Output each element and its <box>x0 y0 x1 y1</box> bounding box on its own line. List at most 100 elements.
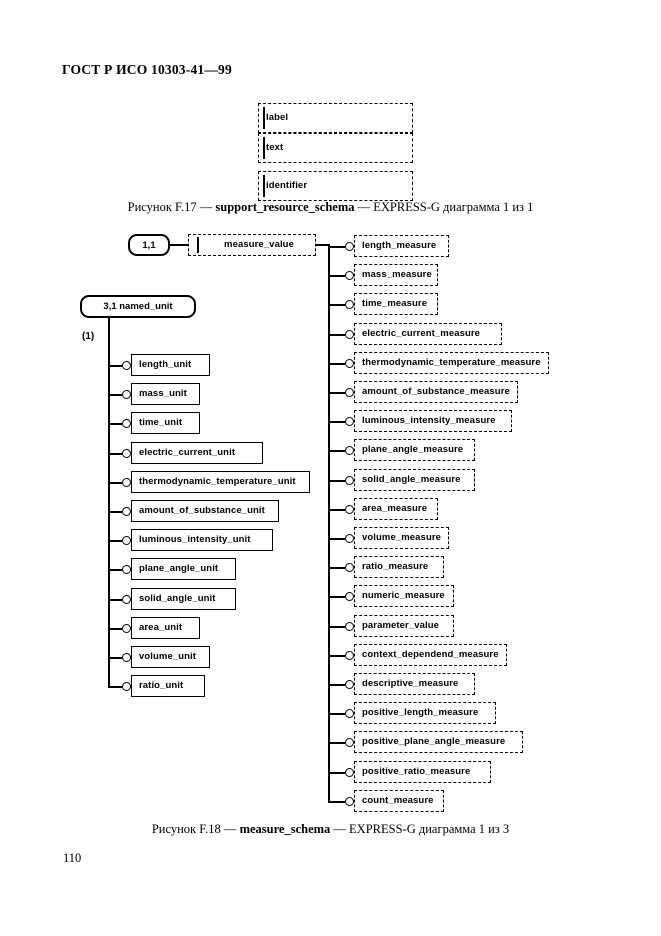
left-branch-stub <box>108 599 122 601</box>
entity-label: positive_plane_angle_measure <box>362 736 506 748</box>
right-branch-stub <box>328 772 345 774</box>
entity-label: solid_angle_measure <box>362 474 461 486</box>
caption-suffix: — EXPRESS-G диаграмма 1 из 3 <box>330 822 510 836</box>
right-branch-stub <box>328 363 345 365</box>
entity-box-descriptive_measure: descriptive_measure <box>354 673 475 695</box>
supertype-circle-thermodynamic_temperature_unit <box>122 478 131 488</box>
supertype-circle-positive_ratio_measure <box>345 768 354 778</box>
entity-box-ratio_measure: ratio_measure <box>354 556 444 578</box>
supertype-circle-numeric_measure <box>345 592 354 602</box>
entity-label: luminous_intensity_unit <box>139 534 251 546</box>
entity-box-luminous_intensity_measure: luminous_intensity_measure <box>354 410 512 432</box>
entity-label: mass_measure <box>362 269 432 281</box>
supertype-circle-plane_angle_unit <box>122 565 131 575</box>
supertype-circle-time_measure <box>345 300 354 310</box>
supertype-circle-count_measure <box>345 797 354 807</box>
entity-label: electric_current_unit <box>139 447 236 459</box>
entity-box-measure_value: measure_value <box>188 234 316 256</box>
right-branch-stub <box>328 742 345 744</box>
right-branch-stub <box>328 684 345 686</box>
entity-box-plane_angle_measure: plane_angle_measure <box>354 439 475 461</box>
entity-box-numeric_measure: numeric_measure <box>354 585 454 607</box>
supertype-circle-mass_unit <box>122 390 131 400</box>
entity-box-plane_angle_unit: plane_angle_unit <box>131 558 236 580</box>
left-branch-stub <box>108 482 122 484</box>
entity-label: solid_angle_unit <box>139 593 216 605</box>
right-branch-stub <box>328 275 345 277</box>
supertype-circle-electric_current_unit <box>122 449 131 459</box>
right-branch-stub <box>328 596 345 598</box>
entity-label: descriptive_measure <box>362 678 459 690</box>
entity-box-left-stub <box>263 137 265 159</box>
entity-label: length_measure <box>362 240 437 252</box>
left-branch-stub <box>108 511 122 513</box>
entity-box-luminous_intensity_unit: luminous_intensity_unit <box>131 529 273 551</box>
entity-box-area_measure: area_measure <box>354 498 438 520</box>
entity-label: positive_length_measure <box>362 707 479 719</box>
entity-box-positive_ratio_measure: positive_ratio_measure <box>354 761 491 783</box>
entity-box-amount_of_substance_measure: amount_of_substance_measure <box>354 381 518 403</box>
right-branch-stub <box>328 538 345 540</box>
entity-label: luminous_intensity_measure <box>362 415 496 427</box>
supertype-circle-volume_measure <box>345 534 354 544</box>
entity-box-text: text <box>258 133 413 163</box>
entity-box-mass_measure: mass_measure <box>354 264 438 286</box>
right-trunk-vertical <box>328 244 330 803</box>
supertype-circle-length_unit <box>122 361 131 371</box>
entity-label: parameter_value <box>362 620 440 632</box>
right-branch-stub <box>328 246 345 248</box>
entity-label: context_dependend_measure <box>362 649 499 661</box>
caption-schema-name: measure_schema <box>239 822 331 836</box>
supertype-circle-area_unit <box>122 624 131 634</box>
left-branch-stub <box>108 394 122 396</box>
entity-box-label: label <box>258 103 413 133</box>
caption-suffix: — EXPRESS-G диаграмма 1 из 1 <box>354 200 534 214</box>
entity-label: numeric_measure <box>362 590 445 602</box>
figure-f17-caption: Рисунок F.17 — support_resource_schema —… <box>0 200 661 215</box>
supertype-circle-electric_current_measure <box>345 330 354 340</box>
right-branch-stub <box>328 450 345 452</box>
right-branch-stub <box>328 655 345 657</box>
supertype-circle-parameter_value <box>345 622 354 632</box>
supertype-circle-mass_measure <box>345 271 354 281</box>
entity-label: volume_measure <box>362 532 442 544</box>
entity-box-electric_current_unit: electric_current_unit <box>131 442 263 464</box>
entity-box-ratio_unit: ratio_unit <box>131 675 205 697</box>
supertype-circle-descriptive_measure <box>345 680 354 690</box>
entity-box-left-stub <box>263 175 265 197</box>
supertype-circle-ratio_measure <box>345 563 354 573</box>
entity-label: length_unit <box>139 359 192 371</box>
entity-box-context_dependend_measure: context_dependend_measure <box>354 644 507 666</box>
page-reference-node-root: 1,1 <box>128 234 170 256</box>
supertype-circle-context_dependend_measure <box>345 651 354 661</box>
entity-box-thermodynamic_temperature_measure: thermodynamic_temperature_measure <box>354 352 549 374</box>
supertype-circle-thermodynamic_temperature_measure <box>345 359 354 369</box>
branch-annotation-1: (1) <box>82 331 95 342</box>
entity-label: measure_value <box>224 239 294 251</box>
right-branch-stub <box>328 626 345 628</box>
entity-box-length_unit: length_unit <box>131 354 210 376</box>
supertype-circle-amount_of_substance_unit <box>122 507 131 517</box>
entity-label: area_measure <box>362 503 428 515</box>
entity-label: ratio_unit <box>139 680 184 692</box>
entity-label: amount_of_substance_unit <box>139 505 265 517</box>
entity-label: text <box>266 142 284 154</box>
right-branch-stub <box>328 801 345 803</box>
entity-box-solid_angle_measure: solid_angle_measure <box>354 469 475 491</box>
entity-box-mass_unit: mass_unit <box>131 383 200 405</box>
connector-measure-value-to-trunk <box>316 244 330 246</box>
entity-box-parameter_value: parameter_value <box>354 615 454 637</box>
supertype-circle-ratio_unit <box>122 682 131 692</box>
entity-box-identifier: identifier <box>258 171 413 201</box>
entity-box-area_unit: area_unit <box>131 617 200 639</box>
entity-label: thermodynamic_temperature_measure <box>362 357 541 369</box>
connector-root-to-measure-value <box>170 244 188 246</box>
page-reference-label: 3,1 named_unit <box>103 301 173 312</box>
entity-label: amount_of_substance_measure <box>362 386 510 398</box>
entity-box-positive_length_measure: positive_length_measure <box>354 702 496 724</box>
entity-box-electric_current_measure: electric_current_measure <box>354 323 502 345</box>
entity-label: plane_angle_measure <box>362 444 464 456</box>
entity-box-volume_unit: volume_unit <box>131 646 210 668</box>
